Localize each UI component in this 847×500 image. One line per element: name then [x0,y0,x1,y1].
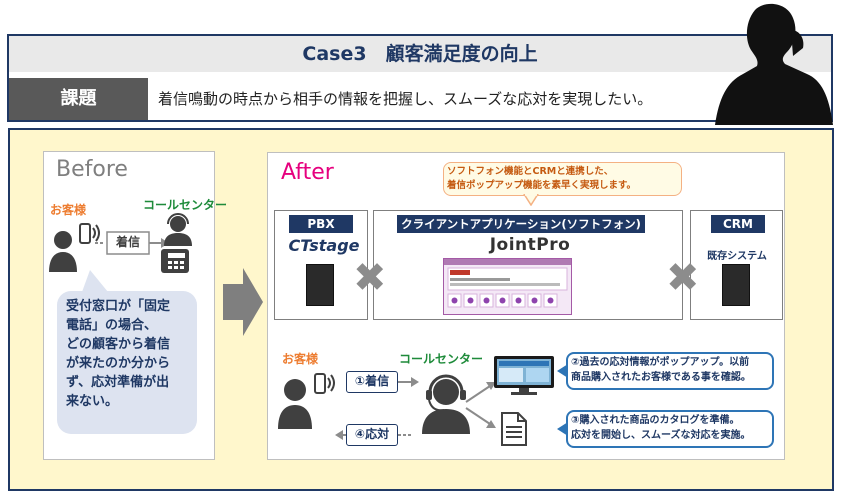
step-response: ④応対 [346,424,398,446]
feature-note [443,162,682,196]
step-arrows [335,377,419,440]
ctstage-logo: CTstage [288,236,360,255]
worried-person-illustration [715,3,833,125]
call-arrow-icon [95,231,169,255]
after-center-label: コールセンター [399,352,484,366]
operator-icon [164,213,192,246]
softphone-screen-image [444,259,571,308]
before-call-label: 着信 [115,235,140,249]
pbx-label: PBX [289,215,353,233]
customer-icon [49,223,100,272]
issue-label: 課題 [9,78,148,120]
title-bar [9,36,831,72]
before-customer-label: お客様 [50,203,87,217]
desk-phone-icon [161,249,189,273]
monitor-icon [494,356,554,395]
crm-subtitle: 既存システム [707,251,767,262]
after-customer-label: お客様 [282,352,319,366]
before-callout-text: 受付窓口が「固定 電話」の場合、 どの顧客から着信 が来たのか分から ず、応対準… [66,299,171,409]
feature-note-text: ソフトフォン機能とCRMと連携した、 着信ポップアップ機能を素早く実現します。 [447,166,637,191]
note-catalog-prep [566,410,774,448]
crm-server-icon [722,264,750,306]
speech-tail [82,270,108,292]
after-customer-icon [278,373,335,429]
transition-arrow-icon [223,268,263,336]
step-incoming-call: ①着信 [346,371,398,393]
operator-to-tools-arrows [465,382,496,428]
page-title: Case3 顧客満足度の向上 [302,43,538,65]
link-cross-icon-right: ✖ [666,255,700,301]
client-app-label: クライアントアプリケーション(ソフトフォン) [397,215,645,233]
softphone-screenshot [443,258,572,315]
after-operator-icon [422,374,470,434]
feature-note-tail [523,194,539,206]
note-catalog-prep-tail [557,422,568,436]
jointpro-logo: JointPro [489,235,571,255]
after-title: After [281,160,334,185]
link-cross-icon-left: ✖ [353,255,387,301]
before-center-label: コールセンター [143,198,228,212]
before-title: Before [56,157,128,182]
note-catalog-prep-text: ③購入された商品のカタログを準備。 応対を開始し、スムーズな対応を実施。 [571,415,751,441]
pbx-server-icon [306,264,334,306]
note-popup-history-tail [557,364,568,378]
note-popup-history-text: ②過去の応対情報がポップアップ。以前 商品購入されたお客様である事を確認。 [571,357,751,383]
before-callout [57,291,197,434]
catalog-document-icon [501,412,527,446]
issue-text: 着信鳴動の時点から相手の情報を把握し、スムーズな応対を実現したい。 [158,90,653,108]
crm-label: CRM [711,215,765,233]
note-popup-history [566,352,774,390]
